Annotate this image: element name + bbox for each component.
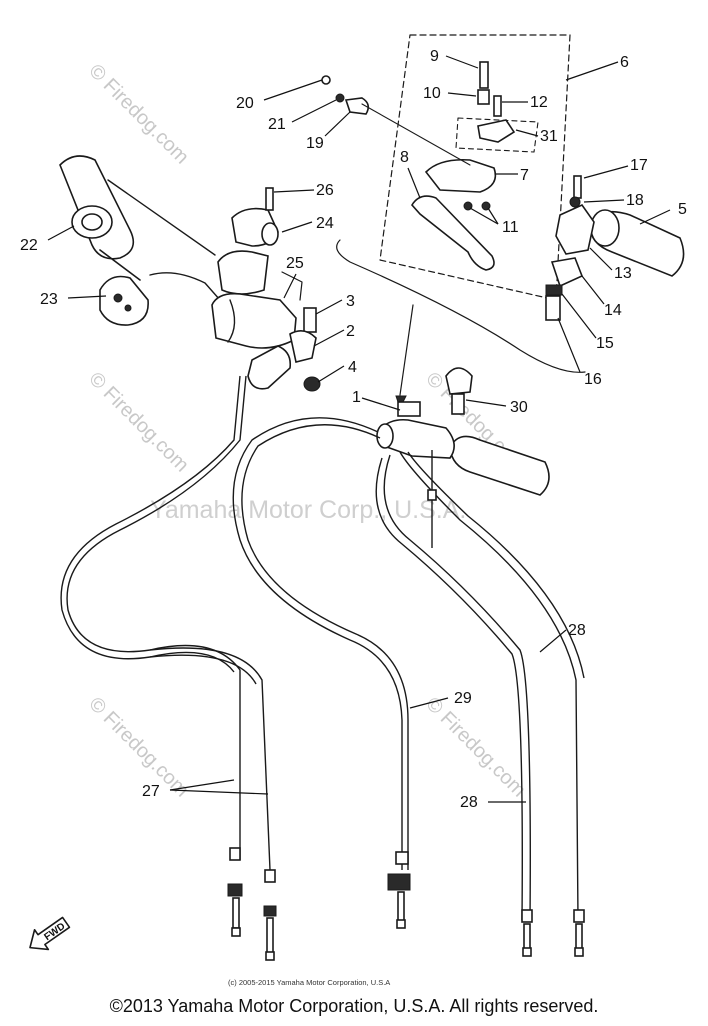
watermark-site-5: © Firedog.com (84, 693, 193, 802)
watermark-site-4: © Firedog.com (421, 693, 530, 802)
callout-15: 15 (596, 335, 614, 352)
callout-27: 27 (142, 783, 160, 800)
callout-6: 6 (620, 54, 629, 71)
watermark-maker: Yamaha Motor Corp., U.S.A. (150, 496, 466, 524)
washer-21 (335, 93, 345, 103)
throttle-grip-lower (449, 435, 550, 496)
clamp-bracket (397, 401, 421, 417)
callout-25: 25 (286, 255, 304, 272)
cable-end-28b (573, 909, 585, 923)
callout-2: 2 (346, 323, 355, 340)
callout-12: 12 (530, 94, 548, 111)
callout-17: 17 (630, 157, 648, 174)
throttle-housing-13 (555, 203, 595, 255)
left-grip-bore (81, 213, 103, 231)
bolt-3 (303, 307, 317, 333)
screw-12 (493, 95, 502, 117)
callout-28b: 28 (460, 794, 478, 811)
watermark-site-2: © Firedog.com (84, 368, 193, 477)
cover-31 (477, 119, 516, 143)
callout-21: 21 (268, 116, 286, 133)
callout-29: 29 (454, 690, 472, 707)
callout-20: 20 (236, 95, 254, 112)
callout-1: 1 (352, 389, 361, 406)
callout-labels: 9 10 12 6 31 7 8 11 20 21 19 17 18 5 13 … (20, 48, 687, 811)
callout-11: 11 (502, 219, 519, 236)
callout-14: 14 (604, 302, 622, 319)
switch-30 (445, 367, 473, 395)
callout-24: 24 (316, 215, 334, 232)
collar-10 (477, 89, 490, 105)
callout-28a: 28 (568, 622, 586, 639)
left-grip-assembly (59, 155, 221, 326)
bolt-9 (479, 61, 489, 89)
grip-collar-23 (99, 275, 149, 326)
callout-leaders (47, 55, 671, 803)
callout-26: 26 (316, 182, 334, 199)
callout-4: 4 (348, 359, 357, 376)
lever-bracket-7 (424, 158, 497, 193)
reference-arrow-line (399, 304, 414, 396)
fwd-arrow: FWD (29, 916, 71, 951)
nut-4 (303, 376, 321, 392)
callout-30: 30 (510, 399, 528, 416)
callout-7: 7 (520, 167, 529, 184)
screw-26 (265, 187, 274, 211)
washer-18 (569, 196, 581, 208)
seal-15 (545, 284, 563, 296)
right-lower-holder-assembly (376, 367, 550, 496)
left-cable-adjuster (247, 345, 292, 390)
callout-19: 19 (306, 135, 324, 152)
callout-5: 5 (678, 201, 687, 218)
callout-22: 22 (20, 237, 38, 254)
callout-8: 8 (400, 149, 409, 166)
bracket-2 (289, 330, 317, 363)
footer-copyright: ©2013 Yamaha Motor Corporation, U.S.A. A… (109, 996, 599, 1016)
callout-10: 10 (423, 85, 441, 102)
callout-18: 18 (626, 192, 644, 209)
callout-9: 9 (430, 48, 439, 65)
callout-16: 16 (584, 371, 602, 388)
cable-end-29 (395, 851, 409, 865)
assembly-31-dashed-box (455, 117, 539, 153)
screw-17 (573, 175, 582, 199)
cable-end-27a (229, 847, 241, 861)
screw-20 (321, 75, 331, 85)
fwd-label: FWD (42, 921, 67, 943)
right-throttle-assembly (545, 175, 685, 321)
callout-23: 23 (40, 291, 58, 308)
reference-brace-line (336, 239, 586, 373)
cable-end-27b (264, 869, 276, 883)
cable-routing (60, 375, 585, 961)
small-copyright: (c) 2005-2015 Yamaha Motor Corporation, … (228, 978, 390, 987)
collar-screw (113, 293, 123, 303)
lever-holder-body (211, 292, 297, 349)
pin-19 (344, 97, 370, 115)
switch-housing-25 (217, 250, 269, 295)
callout-3: 3 (346, 293, 355, 310)
throttle-cap-14 (550, 257, 584, 288)
callout-13: 13 (614, 265, 632, 282)
cable-end-28a (521, 909, 533, 923)
lever-8 (411, 195, 495, 271)
left-lever-holder-assembly (211, 187, 321, 392)
cable-end-16 (545, 295, 561, 321)
right-lever-assembly (321, 61, 516, 271)
watermark-site-1: © Firedog.com (84, 60, 193, 169)
callout-31: 31 (540, 128, 558, 145)
